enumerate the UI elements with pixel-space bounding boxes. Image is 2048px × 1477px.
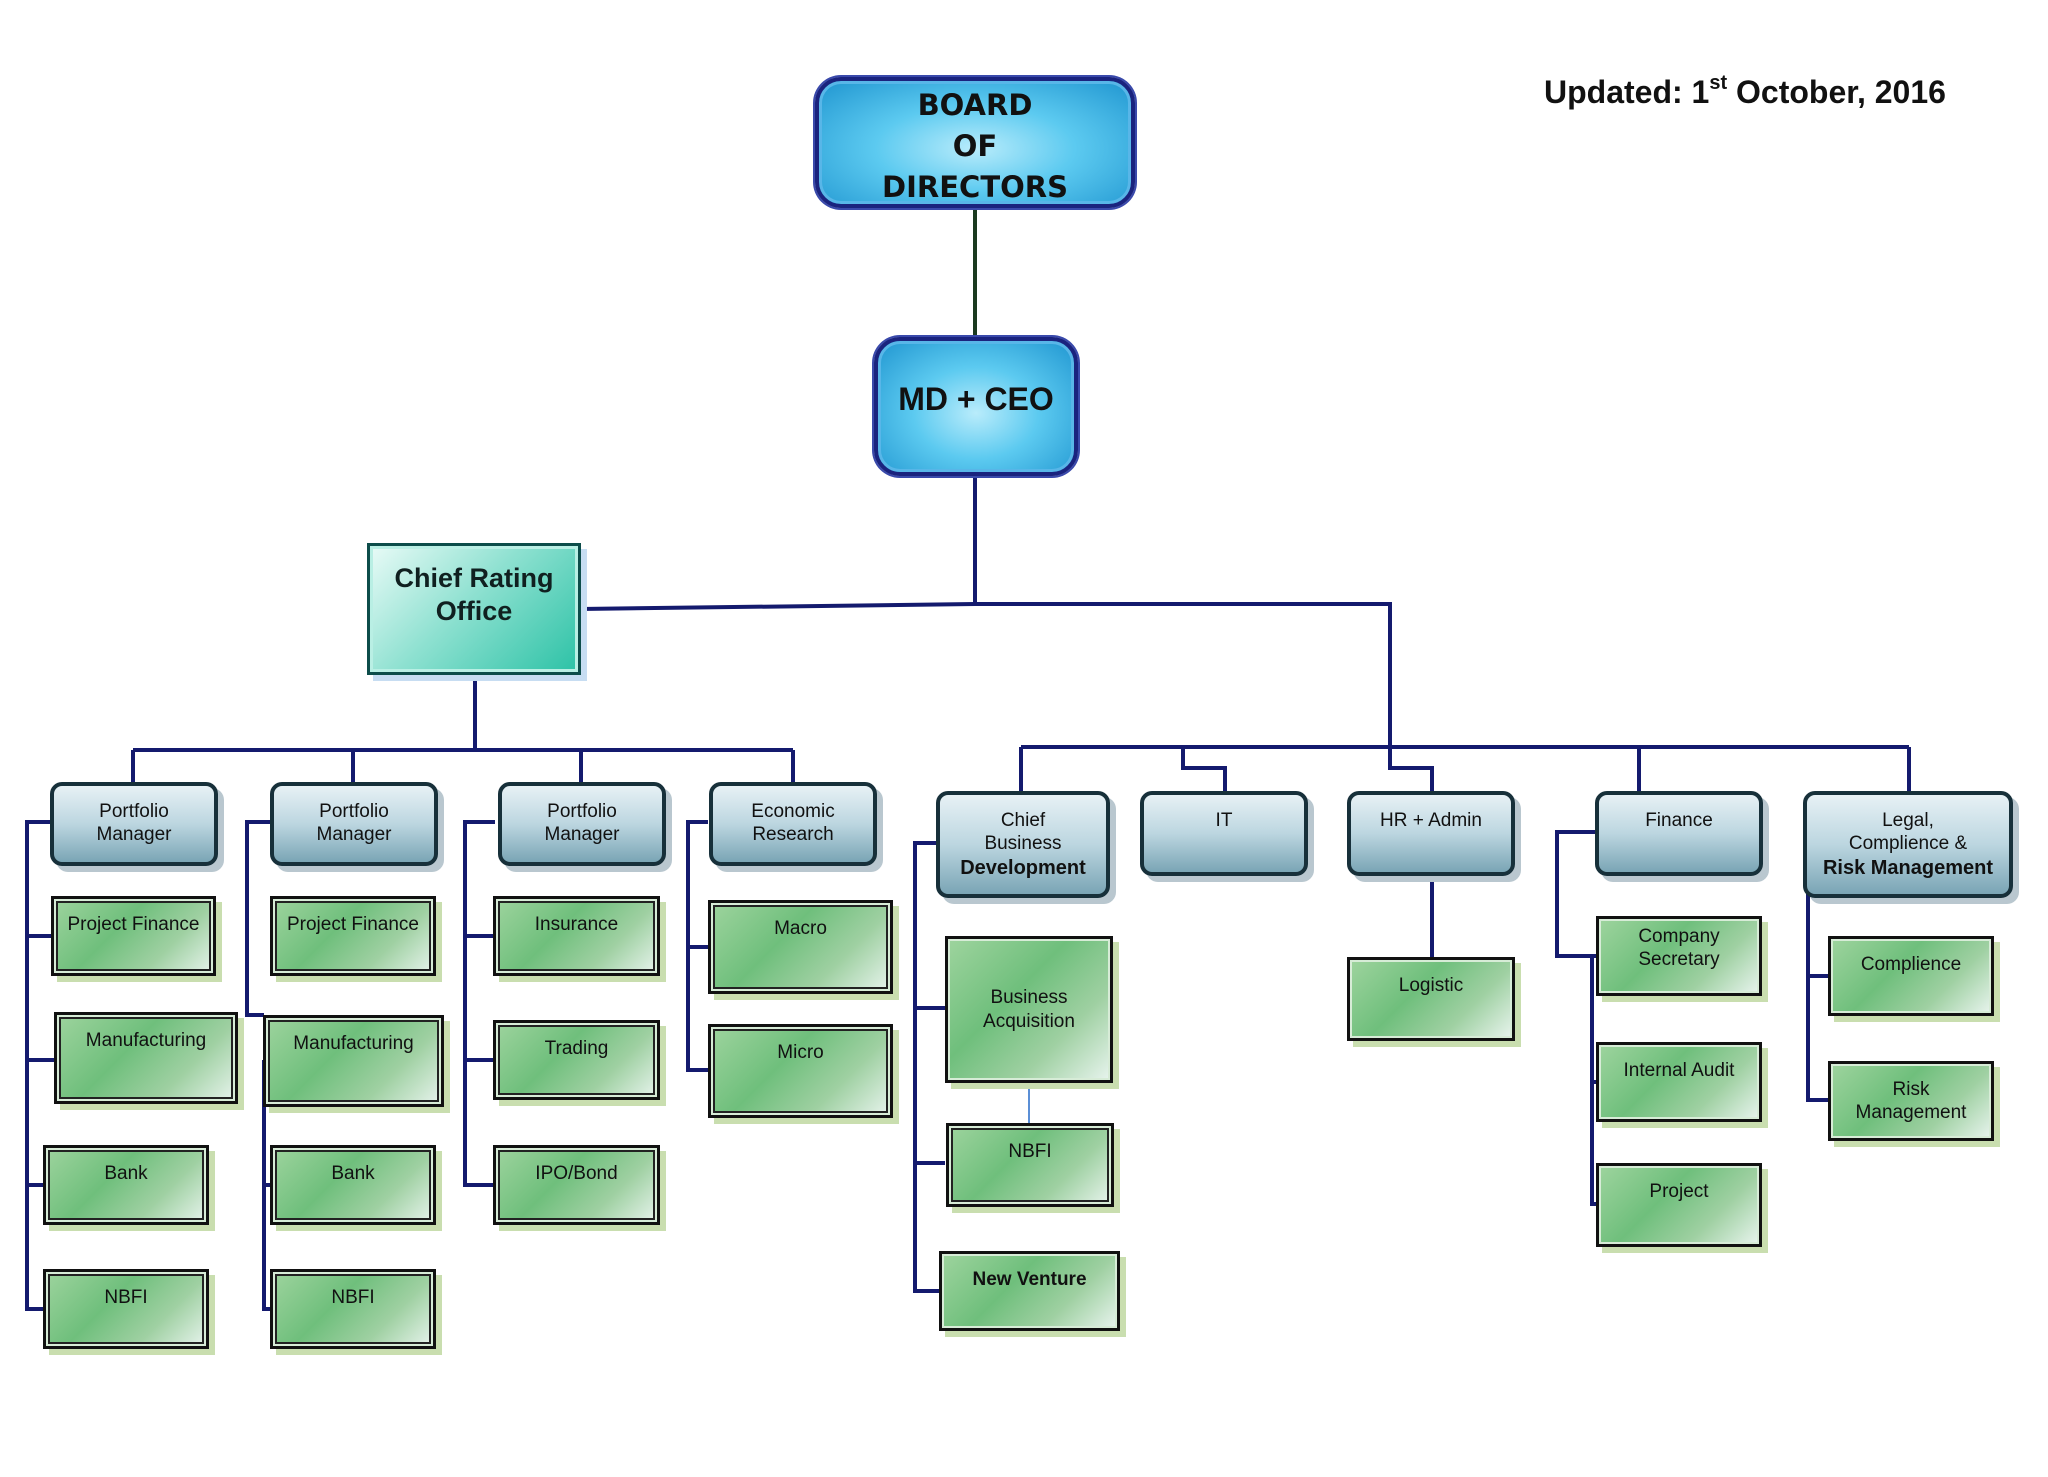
unit-label: Internal Audit (1623, 1060, 1735, 1081)
unit-label: Micro (777, 1042, 824, 1063)
unit-label: NBFI (104, 1287, 148, 1308)
finance-node: Finance (1595, 791, 1763, 876)
unit-node: Trading (493, 1020, 660, 1100)
unit-label: Project Finance (67, 914, 200, 935)
unit-node: Business Acquisition (945, 936, 1113, 1083)
board-label: BOARD OF DIRECTORS (882, 88, 1068, 205)
portfolio-manager-label: Portfolio Manager (544, 801, 620, 846)
unit-label: Insurance (534, 914, 619, 935)
md-ceo-node: MD + CEO (874, 337, 1078, 476)
unit-node: Company Secretary (1596, 916, 1762, 996)
unit-label: Project Finance (286, 914, 419, 935)
unit-label: Manufacturing (293, 1033, 414, 1054)
ceo-to-cro-connector (579, 602, 976, 611)
legal-label: Legal, Complience &Risk Management (1822, 810, 1994, 879)
chief-rating-office-node: Chief Rating Office (367, 543, 581, 675)
hr-admin-label: HR + Admin (1380, 810, 1482, 831)
portfolio-manager-node: Portfolio Manager (498, 782, 666, 866)
unit-label: IPO/Bond (535, 1163, 618, 1184)
unit-node: New Venture (939, 1251, 1120, 1331)
unit-label: Logistic (1398, 975, 1464, 996)
economic-research-label: Economic Research (751, 801, 835, 846)
unit-label: Bank (104, 1163, 148, 1184)
unit-node: IPO/Bond (493, 1145, 660, 1225)
unit-label: Macro (774, 918, 827, 939)
unit-node: Internal Audit (1596, 1042, 1762, 1122)
portfolio-manager-node: Portfolio Manager (270, 782, 438, 866)
hr-admin-node: HR + Admin (1347, 791, 1515, 876)
unit-node: Micro (708, 1024, 893, 1118)
ceo-to-right-connector (975, 602, 1392, 748)
unit-label: Bank (331, 1163, 375, 1184)
portfolio-manager-label: Portfolio Manager (316, 801, 392, 846)
unit-node: Project Finance (270, 896, 436, 976)
unit-node: Risk Management (1828, 1061, 1994, 1141)
unit-node: Project (1596, 1163, 1762, 1247)
unit-node: Project Finance (51, 896, 216, 976)
unit-node: Insurance (493, 896, 660, 976)
unit-label: Trading (544, 1038, 609, 1059)
ceo-label: MD + CEO (898, 381, 1054, 417)
unit-node: NBFI (270, 1269, 436, 1349)
unit-label: Business Acquisition (983, 987, 1075, 1032)
unit-node: Manufacturing (54, 1012, 238, 1104)
unit-label: Company Secretary (1638, 926, 1720, 971)
unit-node: NBFI (43, 1269, 209, 1349)
legal-compliance-risk-node: Legal, Complience &Risk Management (1803, 791, 2013, 898)
unit-node: Bank (43, 1145, 209, 1225)
unit-node: Macro (708, 900, 893, 994)
unit-label: Complience (1860, 954, 1962, 975)
unit-node: NBFI (946, 1123, 1114, 1207)
unit-label: Project (1649, 1181, 1709, 1202)
portfolio-manager-label: Portfolio Manager (96, 801, 172, 846)
finance-label: Finance (1645, 810, 1713, 831)
cro-label: Chief Rating Office (394, 563, 554, 626)
unit-node: Complience (1828, 936, 1994, 1016)
portfolio-manager-node: Portfolio Manager (50, 782, 218, 866)
unit-node: Logistic (1347, 957, 1515, 1041)
unit-node: Bank (270, 1145, 436, 1225)
it-node: IT (1140, 791, 1308, 876)
updated-date: Updated: 1st October, 2016 (1544, 72, 1946, 110)
unit-label: NBFI (1008, 1141, 1052, 1162)
unit-label: NBFI (331, 1287, 375, 1308)
unit-label: Risk Management (1855, 1079, 1967, 1124)
unit-label: New Venture (972, 1269, 1087, 1290)
it-label: IT (1215, 810, 1233, 831)
board-of-directors-node: BOARD OF DIRECTORS (815, 77, 1135, 208)
unit-label: Manufacturing (85, 1030, 207, 1051)
economic-research-node: Economic Research (709, 782, 877, 866)
unit-node: Manufacturing (263, 1015, 444, 1107)
